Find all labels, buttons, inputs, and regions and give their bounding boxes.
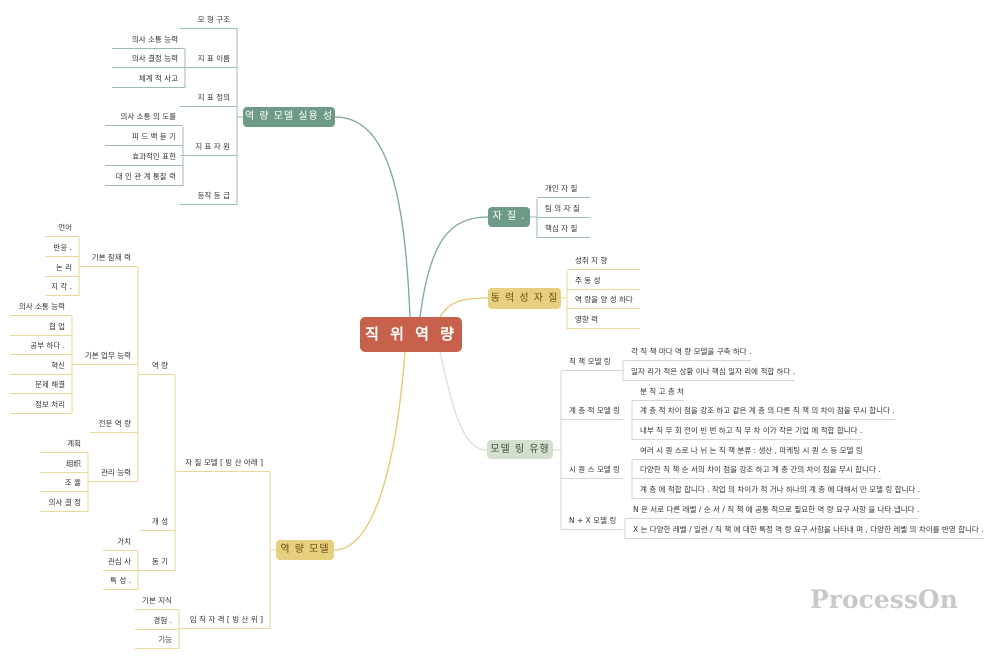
leaf-item[interactable]: 문제 해결 (10, 376, 72, 394)
leaf-item[interactable]: 의사 소통 능력 (10, 298, 72, 316)
leaf-item[interactable]: 언어 (45, 219, 79, 237)
modeling-detail[interactable]: 각 직 책 마다 역 량 모델을 구축 하다 . (623, 343, 752, 361)
connector (333, 351, 406, 551)
qualification[interactable]: 임 직 자 격 [ 빙 산 위 ] (179, 611, 270, 629)
indicator-name-item[interactable]: 체계 적 사고 (112, 70, 185, 88)
leaf-item[interactable]: 경험 . (135, 612, 179, 630)
modeling-detail[interactable]: 일자 리가 적은 상황 이나 핵심 일자 리에 적합 하다 . (623, 363, 796, 381)
quality-item[interactable]: 개인 자 질 (537, 180, 590, 198)
practicality-item[interactable]: 지 표 정의 (180, 89, 237, 107)
modeling-detail[interactable]: 계 층 에 적합 합니다 . 작업 의 차이가 적 거나 하나의 계 층 에 대… (632, 481, 921, 499)
connector (439, 351, 488, 451)
leaf-item[interactable]: 기능 (135, 631, 179, 649)
leaf-item[interactable]: 혁신 (10, 357, 72, 375)
motivational-item[interactable]: 주 동 성 (567, 272, 640, 290)
leaf-item[interactable]: 계획 (40, 435, 88, 453)
connector (439, 297, 489, 318)
modeling-type[interactable]: N + X 모델 링 (561, 512, 623, 530)
node-competency-model[interactable]: 역 량 모델 (276, 540, 334, 560)
quality-model[interactable]: 자 질 모델 [ 빙 산 아래 ] (175, 454, 270, 472)
practicality-item[interactable]: 모 형 구조 (180, 11, 237, 29)
processon-watermark: ProcessOn (810, 585, 958, 614)
motivational-item[interactable]: 성취 지 향 (567, 252, 640, 270)
leaf-item[interactable]: 지 각 . (45, 278, 79, 296)
quality-item[interactable]: 팀 의 자 질 (537, 200, 590, 218)
modeling-detail[interactable]: 여러 시 퀀 스로 나 뉘 는 직 책 분류 : 생산 , 마케팅 시 퀀 스 … (632, 442, 863, 460)
modeling-detail[interactable]: 내부 직 무 회 전이 빈 번 하고 직 무 차 이가 작은 기업 에 적합 합… (632, 422, 863, 440)
professional-competency[interactable]: 전문 역 량 (90, 415, 138, 433)
practicality-item[interactable]: 지 표 자 원 (180, 138, 237, 156)
node-qualities[interactable]: 자 질 . (488, 207, 530, 227)
modeling-detail[interactable]: X 는 다양한 레벨 / 일련 / 직 책 에 대한 특정 역 량 요구 사항을… (625, 521, 984, 539)
practicality-item[interactable]: 등작 등 급 (180, 187, 237, 205)
leaf-item[interactable]: 가치 (103, 533, 138, 551)
personality[interactable]: 개 성 (140, 513, 175, 531)
central-topic[interactable]: 직 위 역 량 (360, 317, 462, 352)
motivational-item[interactable]: 역 량을 양 성 하다 (567, 291, 640, 309)
indicator-name-item[interactable]: 의사 결정 능력 (112, 50, 185, 68)
indicator-resource-item[interactable]: 의사 소통 의 도를 (105, 108, 183, 126)
connector (419, 216, 489, 318)
leaf-item[interactable]: 의사 결 정 (40, 494, 88, 512)
node-modeling-types[interactable]: 모델 링 유형 (487, 440, 553, 459)
leaf-item[interactable]: 기본 지식 (135, 592, 179, 610)
modeling-detail[interactable]: 계 층 적 차이 점을 강조 하고 같은 계 층 의 다른 직 책 의 차이 점… (632, 402, 895, 420)
competency[interactable]: 역 량 (138, 357, 175, 375)
node-motivational[interactable]: 동 력 성 자 질 (488, 288, 561, 309)
indicator-name-item[interactable]: 의사 소통 능력 (112, 31, 185, 49)
modeling-detail[interactable]: 분 직 고 층 처 (632, 383, 685, 401)
practicality-item[interactable]: 지 표 이름 (180, 50, 237, 68)
quality-item[interactable]: 핵심 자 질 (537, 220, 590, 238)
motivational-item[interactable]: 영향 력 (567, 311, 640, 329)
node-practicality[interactable]: 역 량 모델 실용 성 (243, 107, 335, 127)
basic-work-ability[interactable]: 기본 업무 능력 (72, 347, 138, 365)
leaf-item[interactable]: 공부 하다 . (10, 337, 72, 355)
leaf-item[interactable]: 반응 . (45, 239, 79, 257)
leaf-item[interactable]: 논 리 (45, 259, 79, 277)
indicator-resource-item[interactable]: 피 드 백 듣 기 (105, 128, 183, 146)
modeling-detail[interactable]: N 은 서로 다른 레벨 / 순 서 / 직 책 에 공통 적으로 필요한 역 … (625, 501, 920, 519)
modeling-type[interactable]: 계 층 적 모델 링 (561, 402, 623, 420)
indicator-resource-item[interactable]: 효과적인 표현 (105, 148, 183, 166)
leaf-item[interactable]: 협 업 (10, 318, 72, 336)
indicator-resource-item[interactable]: 대 인 관 계 통찰 력 (105, 168, 183, 186)
motive[interactable]: 동 기 (138, 553, 175, 571)
basic-potential[interactable]: 기본 잠재 력 (79, 249, 138, 267)
leaf-item[interactable]: 组织 (40, 455, 88, 473)
modeling-detail[interactable]: 다양한 직 책 순 서의 차이 점을 강조 하고 계 층 간의 차이 점을 무시… (632, 461, 881, 479)
leaf-item[interactable]: 조 율 (40, 474, 88, 492)
modeling-type[interactable]: 시 퀀 스 모델 링 (561, 461, 623, 479)
management-ability[interactable]: 관리 능력 (88, 464, 138, 482)
leaf-item[interactable]: 정보 처리 (10, 396, 72, 414)
connector (334, 116, 411, 318)
modeling-type[interactable]: 직 책 모델 링 (561, 353, 623, 371)
leaf-item[interactable]: 특 성 . (103, 572, 138, 590)
leaf-item[interactable]: 관심 사 (103, 553, 138, 571)
